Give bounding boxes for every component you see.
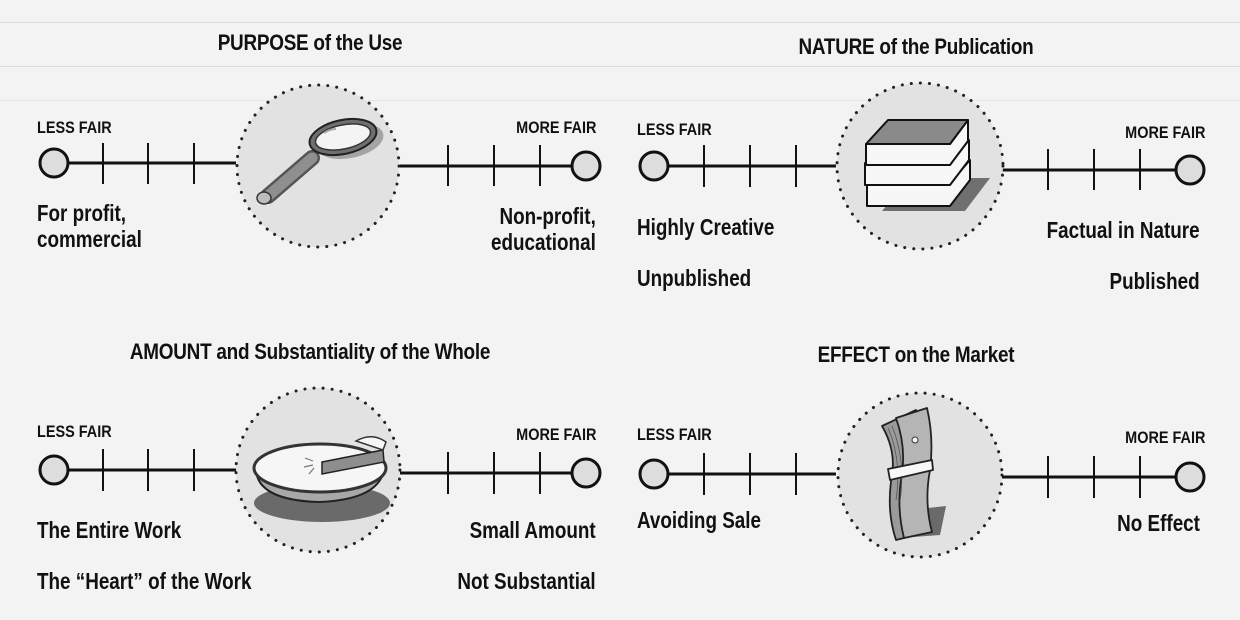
less-fair-description: Highly Creative Unpublished xyxy=(637,202,774,304)
panel-title: PURPOSE of the Use xyxy=(43,30,576,56)
background-rule xyxy=(0,100,1240,101)
title-emphasis: EFFECT xyxy=(817,342,890,367)
description-line: The “Heart” of the Work xyxy=(37,568,252,594)
less-fair-endpoint xyxy=(638,458,670,490)
less-fair-label: LESS FAIR xyxy=(637,425,712,444)
stacked-books-icon xyxy=(864,119,990,211)
description-line: Small Amount xyxy=(469,517,596,543)
less-fair-label: LESS FAIR xyxy=(37,422,112,441)
background-rule xyxy=(0,66,1240,67)
more-fair-description: Non-profit, educational xyxy=(491,203,596,256)
less-fair-description: Avoiding Sale xyxy=(637,507,761,533)
panel-effect: EFFECT on the Market LESS FAIR MORE FAIR xyxy=(620,310,1240,620)
icon-badge xyxy=(235,83,401,249)
description-line: Factual in Nature xyxy=(1046,217,1200,243)
fairness-scale xyxy=(638,391,1206,559)
less-fair-endpoint xyxy=(38,454,70,486)
title-rest: and Substantiality of the Whole xyxy=(211,339,491,364)
description-line: educational xyxy=(491,229,596,256)
money-stack-icon xyxy=(881,407,946,541)
more-fair-endpoint xyxy=(1174,154,1206,186)
fairness-scale xyxy=(638,81,1206,251)
title-rest: of the Use xyxy=(308,30,403,55)
panel-title: EFFECT on the Market xyxy=(649,342,1182,368)
title-emphasis: AMOUNT xyxy=(129,339,212,364)
description-line: Avoiding Sale xyxy=(637,507,762,533)
panel-amount: AMOUNT and Substantiality of the Whole L… xyxy=(0,310,620,620)
panel-purpose: PURPOSE of the Use LESS FAIR MORE FAIR xyxy=(0,0,620,310)
less-fair-description: For profit, commercial xyxy=(37,200,142,253)
more-fair-endpoint xyxy=(570,150,602,182)
panel-title: AMOUNT and Substantiality of the Whole xyxy=(43,339,576,365)
panel-title: NATURE of the Publication xyxy=(649,34,1182,60)
less-fair-label: LESS FAIR xyxy=(37,118,112,137)
pie-slice-icon xyxy=(252,436,390,522)
description-line: Non-profit, xyxy=(499,203,596,229)
more-fair-label: MORE FAIR xyxy=(515,425,596,444)
more-fair-description: Small Amount Not Substantial xyxy=(458,505,596,607)
title-rest: on the Market xyxy=(889,342,1015,367)
less-fair-description: The Entire Work The “Heart” of the Work xyxy=(37,505,251,607)
description-line: commercial xyxy=(37,226,142,253)
description-line: For profit, xyxy=(37,200,127,226)
background-rule xyxy=(0,22,1240,23)
description-line: Not Substantial xyxy=(457,568,596,594)
less-fair-endpoint xyxy=(638,150,670,182)
title-emphasis: NATURE xyxy=(798,34,875,59)
less-fair-endpoint xyxy=(38,147,70,179)
more-fair-label: MORE FAIR xyxy=(1124,123,1205,142)
magnifying-glass-icon xyxy=(256,117,384,205)
description-line: No Effect xyxy=(1117,510,1200,536)
panel-nature: NATURE of the Publication LESS FAIR MORE… xyxy=(620,0,1240,310)
more-fair-endpoint xyxy=(1174,461,1206,493)
more-fair-label: MORE FAIR xyxy=(515,118,596,137)
title-emphasis: PURPOSE xyxy=(217,30,309,55)
description-line: The Entire Work xyxy=(37,517,182,543)
more-fair-label: MORE FAIR xyxy=(1124,428,1205,447)
description-line: Unpublished xyxy=(637,265,752,291)
more-fair-endpoint xyxy=(570,457,602,489)
fairness-scale xyxy=(38,386,602,554)
title-rest: of the Publication xyxy=(874,34,1034,59)
less-fair-label: LESS FAIR xyxy=(637,120,712,139)
more-fair-description: No Effect xyxy=(1117,510,1200,536)
description-line: Highly Creative xyxy=(637,214,775,240)
description-line: Published xyxy=(1109,268,1200,294)
more-fair-description: Factual in Nature Published xyxy=(1047,205,1200,307)
fairness-scale xyxy=(38,83,602,249)
